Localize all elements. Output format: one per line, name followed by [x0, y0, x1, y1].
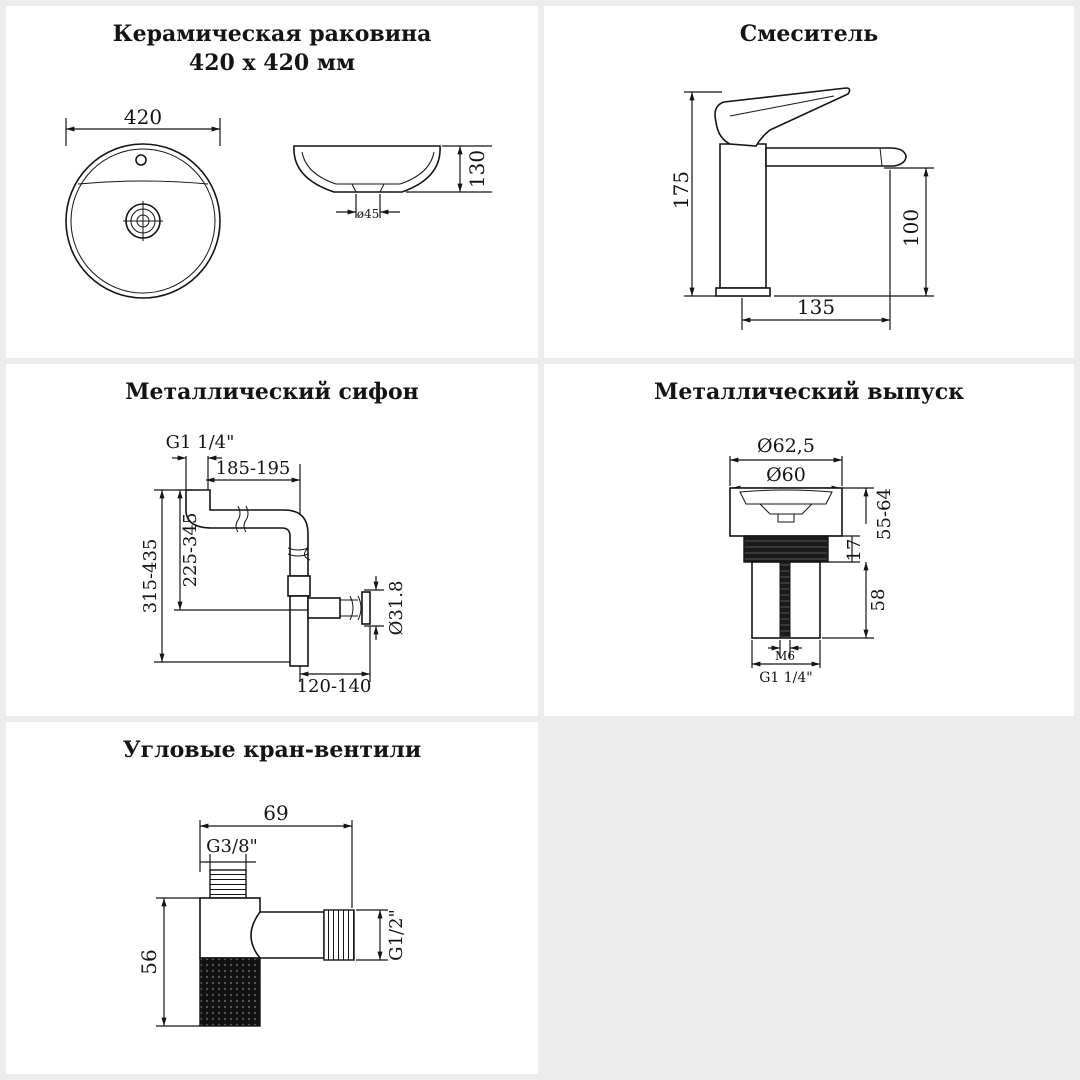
dim-thread-len: 17 — [844, 539, 865, 562]
faucet-drawing: 175 100 135 — [669, 87, 934, 330]
dim-outlet: Ø31.8 — [386, 581, 407, 636]
drain-screw — [779, 561, 791, 639]
panel-title: Угловые кран-вентили — [122, 737, 422, 763]
panel-ceramic-sink: Керамическая раковина 420 x 420 мм 420 — [6, 6, 538, 358]
faucet-hole — [135, 154, 147, 166]
drain-drawing: Ø62,5 Ø60 55-64 17 58 M6 — [729, 435, 895, 686]
siphon-pipe — [185, 489, 309, 577]
drain-thread — [743, 535, 829, 563]
title-line-1: Керамическая раковина — [112, 21, 432, 47]
dim-height: 175 — [669, 171, 693, 209]
valve-outlet-thread — [323, 909, 355, 961]
faucet-handle — [714, 87, 851, 147]
dim-height: 130 — [465, 150, 489, 188]
faucet-base — [715, 287, 771, 297]
siphon-drawing: G1 1/4" 185-195 Ø31.8 315-435 — [140, 432, 407, 697]
dim-thread: G1 1/4" — [759, 670, 813, 686]
dim-inlet: G3/8" — [206, 836, 258, 857]
dim-width: 420 — [124, 105, 162, 129]
dim-total-height: 315-435 — [140, 539, 161, 614]
sink-drawing: 420 130 ø45 — [65, 105, 492, 299]
dim-inner: Ø60 — [766, 464, 806, 486]
dim-outer: Ø62,5 — [757, 435, 815, 457]
panel-title: Металлический выпуск — [653, 379, 965, 405]
panel-title: Смеситель — [739, 21, 879, 47]
panel-siphon: Металлический сифон G1 1/4" 185-195 — [6, 364, 538, 716]
valve-drawing: 69 G3/8" 56 G1/2" — [137, 801, 407, 1027]
panel-angle-valve: Угловые кран-вентили 69 — [6, 722, 538, 1074]
valve-body — [199, 897, 261, 959]
panel-drain: Металлический выпуск Ø62,5 Ø60 — [544, 364, 1074, 716]
dim-thread: G1 1/4" — [166, 432, 235, 453]
dim-height-range: 55-64 — [874, 488, 895, 540]
dim-drain: ø45 — [357, 207, 380, 221]
faucet-body — [719, 143, 767, 289]
dim-spout-height: 100 — [899, 209, 923, 247]
siphon-outlet — [307, 597, 341, 619]
siphon-bottle — [289, 595, 309, 667]
dim-body-len: 58 — [868, 589, 889, 612]
dim-length: 69 — [263, 801, 288, 825]
dim-inner-height: 225-345 — [180, 513, 201, 588]
sink-top-view-outer — [65, 143, 221, 299]
sink-side-view — [293, 145, 441, 193]
faucet-spout — [765, 147, 907, 167]
drain-cap — [729, 487, 843, 537]
dim-screw: M6 — [775, 649, 795, 663]
title-line-2: 420 x 420 мм — [188, 50, 356, 76]
valve-inlet-thread — [209, 869, 247, 899]
panel-title: Керамическая раковина 420 x 420 мм — [6, 20, 538, 78]
dim-height: 56 — [137, 949, 161, 974]
valve-knurled-handle — [199, 957, 261, 1027]
dim-length: 185-195 — [216, 458, 291, 479]
dim-outlet: G1/2" — [386, 909, 407, 961]
panel-title: Металлический сифон — [125, 379, 419, 405]
valve-outlet — [250, 911, 325, 959]
dim-reach: 135 — [797, 295, 835, 319]
panel-faucet: Смеситель 175 100 135 — [544, 6, 1074, 358]
dim-offset: 120-140 — [297, 676, 372, 697]
